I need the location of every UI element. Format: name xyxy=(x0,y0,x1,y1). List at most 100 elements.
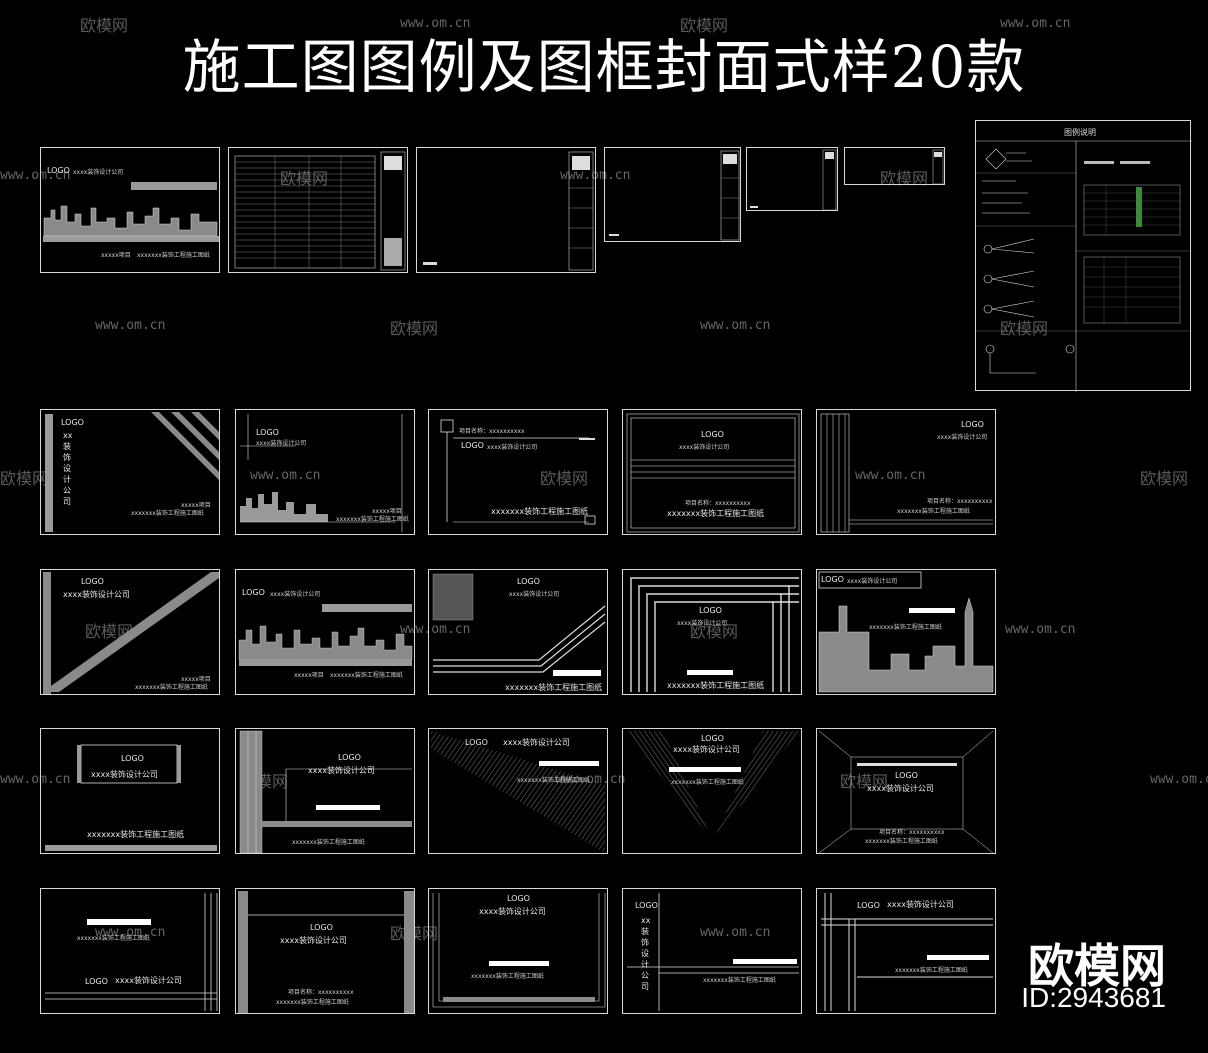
drawing-text: xxxxxxx装饰工程施工图纸 xyxy=(471,973,544,980)
drawing-text: xxxxxxx装饰工程施工图纸 xyxy=(703,977,776,984)
logo-text: LOGO xyxy=(895,771,918,780)
project-text: xxxxx项目 xyxy=(294,672,324,679)
logo-text: LOGO xyxy=(465,738,488,747)
cover-frame: LOGO xxxx装饰设计公司 项目名称：xxxxxxxxxx xxxxxxx装… xyxy=(816,409,996,535)
watermark-url: www.om.cn xyxy=(250,468,321,483)
cover-frame: LOGO xxxx装饰设计公司 xxxxxxx装饰工程施工图纸 xyxy=(816,569,996,695)
blank-frame xyxy=(844,147,945,185)
cover-frame: LOGO xxxx装饰设计公司 xxxxxxx装饰工程施工图纸 xyxy=(428,888,608,1014)
drawing-text: xxxxxxx装饰工程施工图纸 xyxy=(87,830,185,839)
pillars-graphic xyxy=(238,891,414,1013)
company-text: xxxx装饰设计公司 xyxy=(867,784,934,793)
project-text: xxxxx项目 xyxy=(372,508,402,515)
cover-frame: LOGO xxxx装饰设计公司 xxxxxxx装饰工程施工图纸 xyxy=(40,728,220,854)
cover-frame: LOGO xxxx装饰设计公司 xxxxxxx装饰工程施工图纸 xyxy=(428,569,608,695)
drawing-text: xxxxxxx装饰工程施工图纸 xyxy=(131,510,204,517)
project-text: xxxxx项目 xyxy=(101,252,131,259)
pillar-graphic xyxy=(239,730,412,854)
cover-frame: xxxxxxx装饰工程施工图纸 LOGO xxxx装饰设计公司 xyxy=(40,888,220,1014)
company-text: xxxx装饰设计公司 xyxy=(91,770,158,779)
plaque-graphic xyxy=(45,744,217,851)
bracket-graphic xyxy=(432,893,606,1008)
diagonal-graphic xyxy=(43,572,219,694)
company-text: xxxx装饰设计公司 xyxy=(308,766,375,775)
company-text: xxxx装饰设计公司 xyxy=(937,434,988,441)
project-text: xxxxx项目 xyxy=(181,676,211,683)
cover-frame: LOGO xxxx装饰设计公司 项目名称：xxxxxxxxxx xxxxxxx装… xyxy=(816,728,996,854)
city-block-graphic xyxy=(818,571,994,693)
company-text: xxxx装饰设计公司 xyxy=(280,936,347,945)
cover-frame: LOGO xxxx装饰设计公司 项目名称：xxxxxxxxxx xxxxxxx装… xyxy=(622,409,802,535)
company-text: xxxx装饰设计公司 xyxy=(673,745,740,754)
project-name-text: 项目名称：xxxxxxxxxx xyxy=(288,989,354,996)
skyline-graphic xyxy=(43,205,218,237)
company-text: xxxx装饰设计公司 xyxy=(63,590,130,599)
bracket-graphic xyxy=(440,419,596,525)
perspective-graphic xyxy=(818,730,994,854)
logo-text: LOGO xyxy=(61,418,84,427)
title-block-graphic xyxy=(609,150,740,241)
title-block-graphic xyxy=(423,151,594,271)
company-text: xxxx装饰设计公司 xyxy=(487,444,538,451)
watermark-url: www.om.cn xyxy=(400,622,471,637)
logo-text: LOGO xyxy=(701,430,724,439)
logo-text: LOGO xyxy=(310,923,333,932)
watermark-url: www.om.cn xyxy=(400,16,471,31)
watermark-url: www.om.cn xyxy=(0,772,71,787)
watermark-brand: 欧模网 xyxy=(1000,319,1049,338)
drawing-text: xxxxxxx装饰工程施工图纸 xyxy=(137,252,210,259)
company-text: xxxx装饰设计公司 xyxy=(677,620,728,627)
logo-text: LOGO xyxy=(635,901,658,910)
company-text: xxxx装饰设计公司 xyxy=(479,907,546,916)
logo-text: LOGO xyxy=(338,753,361,762)
project-name-text: 项目名称：xxxxxxxxxx xyxy=(685,500,751,507)
drawing-text: xxxxxxx装饰工程施工图纸 xyxy=(330,672,403,679)
logo-text: LOGO xyxy=(821,575,844,584)
logo-text: LOGO xyxy=(85,977,108,986)
watermark-url: www.om.cn xyxy=(1005,622,1076,637)
skyline-graphic xyxy=(238,625,413,666)
cover-frame: LOGO xxxx装饰设计公司 xxxxxxx装饰工程施工图纸 xyxy=(622,569,802,695)
logo-text: LOGO xyxy=(47,166,70,175)
cover-frame: 项目名称：xxxxxxxxxx LOGO xxxx装饰设计公司 xxxxxxx装… xyxy=(428,409,608,535)
cover-frame: LOGO xxxx装饰设计公司 xxxxxxx装饰工程施工图纸 xyxy=(622,728,802,854)
drawing-text: xxxxxxx装饰工程施工图纸 xyxy=(292,839,365,846)
drawing-text: xxxxxxx装饰工程施工图纸 xyxy=(276,999,349,1006)
blank-frame xyxy=(416,147,596,273)
legend-graphic xyxy=(976,140,1192,392)
cover-frame: LOGO xxxx装饰设计公司 xxxxx项目 xxxxxxx装饰工程施工图纸 xyxy=(40,147,220,273)
drawing-text: xxxxxxx装饰工程施工图纸 xyxy=(897,508,970,515)
diagonal-graphic xyxy=(151,412,219,480)
grid-lines-graphic xyxy=(821,893,993,1011)
watermark-logo-large: 欧模网 xyxy=(1028,939,1166,993)
band xyxy=(131,182,217,190)
watermark-url: www.om.cn xyxy=(700,925,771,940)
logo-text: LOGO xyxy=(701,734,724,743)
stripes-graphic xyxy=(432,573,606,676)
watermark-brand: 欧模网 xyxy=(540,469,589,488)
watermark-url: www.om.cn xyxy=(95,925,166,940)
company-text: xxxx装饰设计公司 xyxy=(509,591,560,598)
drawing-text: xxxxxxx装饰工程施工图纸 xyxy=(667,681,765,690)
band xyxy=(43,236,219,242)
drawing-text: xxxxxxx装饰工程施工图纸 xyxy=(491,507,589,516)
watermark-url: www.om.cn xyxy=(700,318,771,333)
lines-graphic xyxy=(45,893,218,1011)
project-text: xxxxx项目 xyxy=(181,502,211,509)
cover-frame: LOGO xxxx装饰设计公司 xxxxxxx装饰工程施工图纸 xyxy=(816,888,996,1014)
column-graphic xyxy=(820,413,993,533)
watermark-brand: 欧模网 xyxy=(80,16,129,35)
drawing-text: xxxxxxx装饰工程施工图纸 xyxy=(77,935,150,942)
project-name-text: 项目名称：xxxxxxxxxx xyxy=(459,428,525,435)
cover-frame: LOGO xx装饰设计公司 xxxxx项目 xxxxxxx装饰工程施工图纸 xyxy=(40,409,220,535)
drawing-text: xxxxxxx装饰工程施工图纸 xyxy=(865,838,938,845)
table-graphic xyxy=(234,151,406,271)
company-text: xxxx装饰设计公司 xyxy=(270,591,321,598)
cover-frame: LOGO xx装饰设计公司 xxxxxxx装饰工程施工图纸 xyxy=(622,888,802,1014)
drawing-text: xxxxxxx装饰工程施工图纸 xyxy=(505,683,603,692)
company-text: xxxx装饰设计公司 xyxy=(847,578,898,585)
cover-frame: LOGO xxxx装饰设计公司 xxxxxxx装饰工程施工图纸 xyxy=(235,728,415,854)
logo-text: LOGO xyxy=(461,441,484,450)
watermark-url: www.om.cn xyxy=(1150,772,1208,787)
